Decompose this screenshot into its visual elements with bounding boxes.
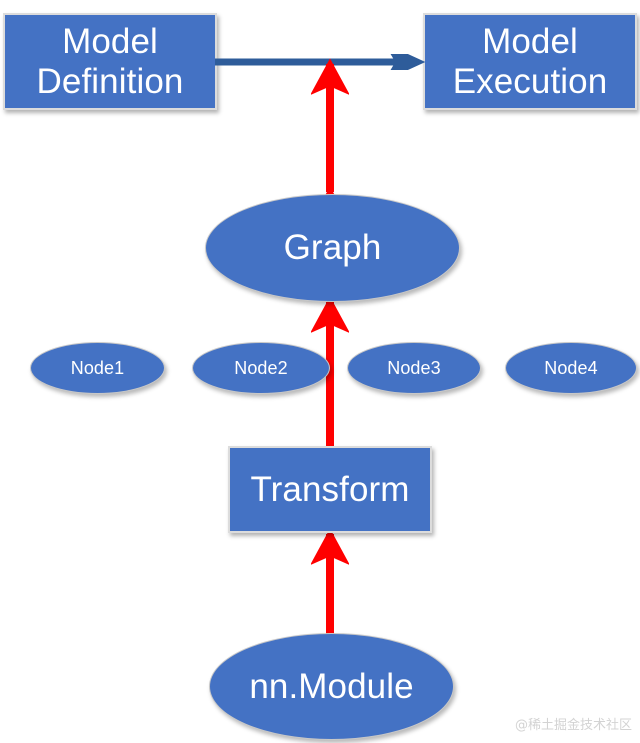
- node-graph[interactable]: Graph: [205, 194, 460, 302]
- node-transform-label: Transform: [250, 469, 410, 509]
- graph-node-1[interactable]: Node1: [30, 342, 165, 394]
- node-model-definition-label-line1: Model: [62, 22, 158, 62]
- node-nn-module-label: nn.Module: [249, 666, 414, 706]
- node-model-definition-label: Model Definition: [37, 22, 184, 100]
- node-transform[interactable]: Transform: [228, 446, 432, 533]
- graph-node-3-label: Node3: [387, 357, 441, 378]
- node-model-execution-label: Model Execution: [453, 22, 608, 100]
- graph-node-4-label: Node4: [544, 357, 598, 378]
- graph-node-2-label: Node2: [234, 357, 288, 378]
- node-nn-module[interactable]: nn.Module: [209, 633, 454, 740]
- node-model-execution-label-line1: Model: [482, 22, 578, 62]
- connector-graph-to-transform-arrow: [311, 296, 349, 452]
- watermark-text: @稀土掘金技术社区: [514, 718, 632, 733]
- graph-node-2[interactable]: Node2: [192, 342, 330, 394]
- connector-transform-to-nnmodule-arrow: [311, 528, 349, 641]
- node-model-definition-label-line2: Definition: [36, 61, 184, 101]
- node-model-definition[interactable]: Model Definition: [3, 13, 217, 110]
- graph-node-1-label: Node1: [70, 357, 125, 378]
- graph-node-3[interactable]: Node3: [347, 342, 481, 394]
- node-model-execution-label-line2: Execution: [452, 61, 608, 101]
- connector-execution-to-graph-arrow: [311, 58, 349, 198]
- node-model-execution[interactable]: Model Execution: [423, 13, 637, 110]
- node-graph-label: Graph: [283, 228, 382, 268]
- graph-node-4[interactable]: Node4: [505, 342, 637, 394]
